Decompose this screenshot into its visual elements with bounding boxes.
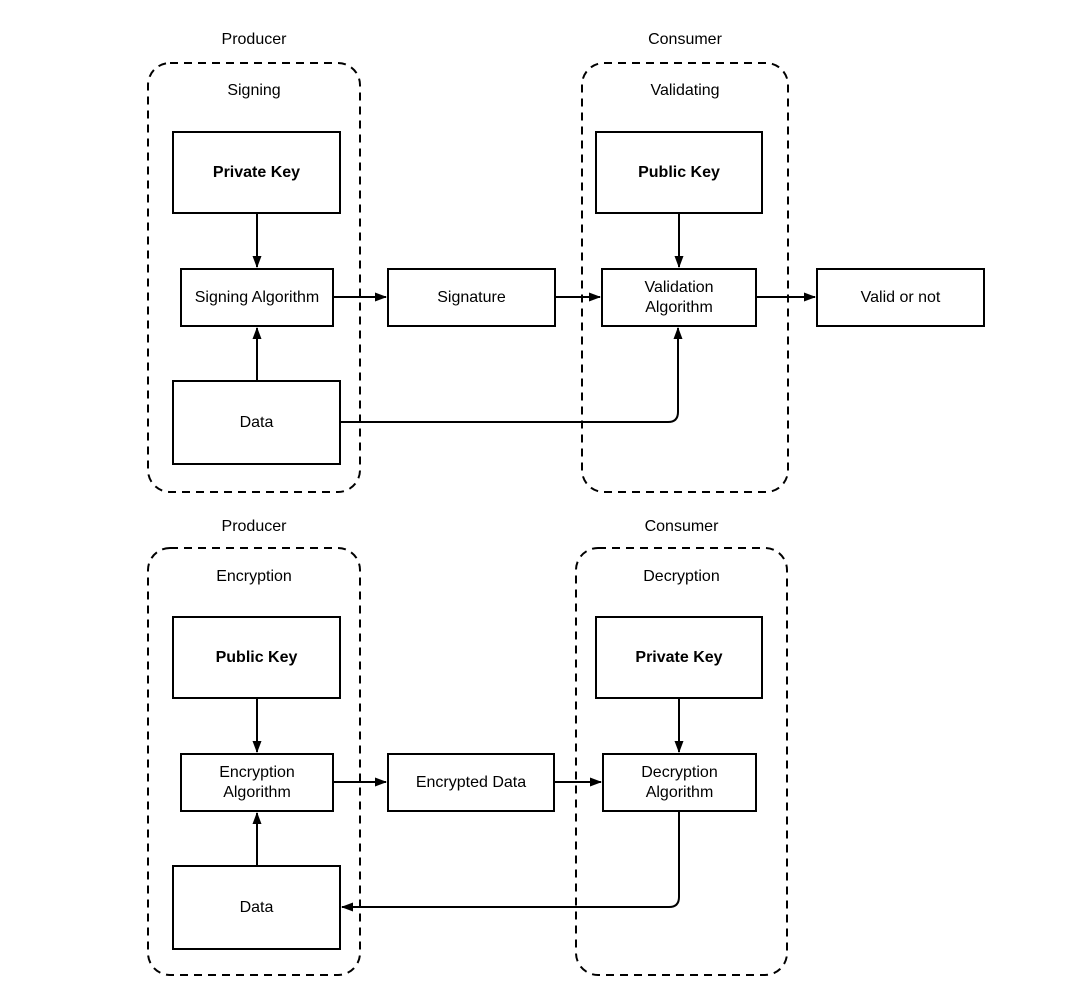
encryption-data-label: Data	[239, 898, 274, 916]
encryption-producer-title: Producer	[221, 518, 287, 535]
encrypted-data-box	[387, 753, 555, 812]
valid-or-not-box	[816, 268, 985, 327]
signing-group-outline	[147, 62, 361, 493]
edge-data-to-validation-algorithm	[340, 327, 683, 423]
decryption-algorithm-box	[602, 753, 757, 812]
signing-private-key-box	[172, 131, 341, 214]
signing-algorithm-label: Signing Algorithm	[194, 288, 320, 306]
validating-consumer-title: Consumer	[648, 31, 722, 48]
encryption-group-label: Encryption	[216, 568, 292, 585]
decryption-group-label: Decryption	[643, 568, 720, 585]
signing-data-label: Data	[239, 413, 274, 431]
decryption-consumer-title: Consumer	[644, 518, 719, 535]
signing-producer-title: Producer	[221, 31, 287, 48]
decryption-algorithm-label: Decryption Algorithm	[641, 764, 718, 801]
encryption-group-outline	[147, 547, 361, 976]
signature-box	[387, 268, 556, 327]
edge-decryption-algorithm-to-data	[341, 811, 680, 912]
decryption-group-outline	[575, 547, 788, 976]
validating-group-label: Validating	[650, 82, 720, 99]
signing-algorithm-box	[180, 268, 334, 327]
signature-label: Signature	[437, 288, 506, 306]
signing-data-box	[172, 380, 341, 465]
valid-or-not-label: Valid or not	[860, 288, 941, 306]
encrypted-data-label: Encrypted Data	[415, 773, 527, 791]
decryption-private-key-label: Private Key	[635, 648, 723, 666]
signing-group-label: Signing	[227, 82, 281, 99]
validating-public-key-box	[595, 131, 763, 214]
decryption-private-key-box	[595, 616, 763, 699]
encryption-data-box	[172, 865, 341, 950]
validating-public-key-label: Public Key	[638, 163, 720, 181]
encryption-public-key-label: Public Key	[215, 648, 298, 666]
validation-algorithm-label: Validation Algorithm	[644, 279, 714, 316]
signing-private-key-label: Private Key	[212, 163, 301, 181]
encryption-algorithm-label: Encryption Algorithm	[219, 764, 295, 801]
validation-algorithm-box	[601, 268, 757, 327]
